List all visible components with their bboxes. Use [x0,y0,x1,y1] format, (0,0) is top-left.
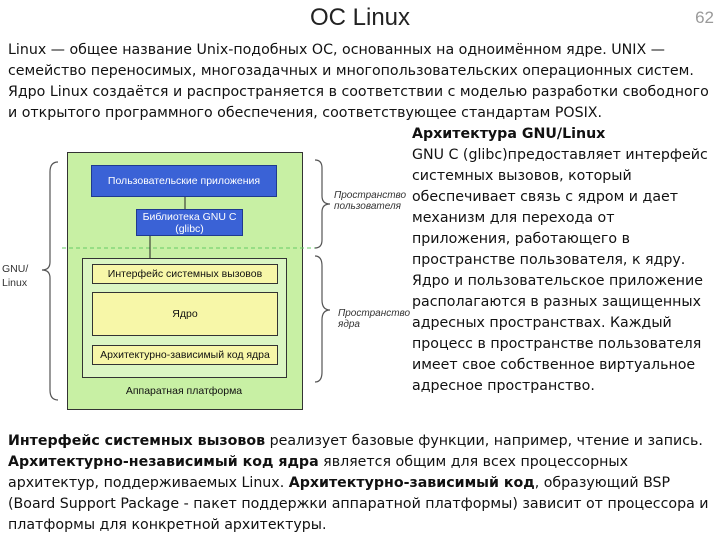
syscall-term: Интерфейс системных вызовов [8,433,266,449]
gnu-linux-label: GNU/ Linux [2,263,29,289]
user-apps-box: Пользовательские приложения [91,165,277,197]
arch-code-box: Архитектурно-зависимый код ядра [92,345,278,365]
glibc-box: Библиотека GNU C (glibc) [136,209,243,236]
bottom-paragraph: Интерфейс системных вызовов реализует ба… [8,431,718,536]
kernel-box: Ядро [92,292,278,336]
page-number: 62 [695,8,714,27]
intro-term: Linux [8,42,47,58]
user-space-label: Пространство пользователя [334,190,407,212]
architecture-body: GNU C (glibc)предоставляет интерфейс сис… [412,147,708,394]
user-space-brace [314,159,331,249]
kernel-space-brace [314,255,331,383]
arch-independent-text: является общим для всех процессорных арх… [8,454,628,491]
architecture-heading: Архитектура GNU/Linux [412,126,606,142]
arch-dependent-term: Архитектурно-зависимый код [288,475,535,491]
slide-title: ОС Linux [309,4,411,31]
arch-independent-term: Архитектурно-независимый код ядра [8,454,319,470]
kernel-space-label: Пространство ядра [338,308,411,330]
intro-text: — общее название Unix-подобных ОС, основ… [8,42,709,121]
gnu-linux-brace [41,161,59,401]
syscall-interface-box: Интерфейс системных вызовов [92,264,278,284]
hardware-platform-label: Аппаратная платформа [125,385,243,397]
arch-dependent-text: , образующий BSP (Board Support Package … [8,475,709,533]
syscall-text: реализует базовые функции, например, чте… [265,433,703,449]
intro-paragraph: Linux — общее название Unix-подобных ОС,… [8,40,713,124]
